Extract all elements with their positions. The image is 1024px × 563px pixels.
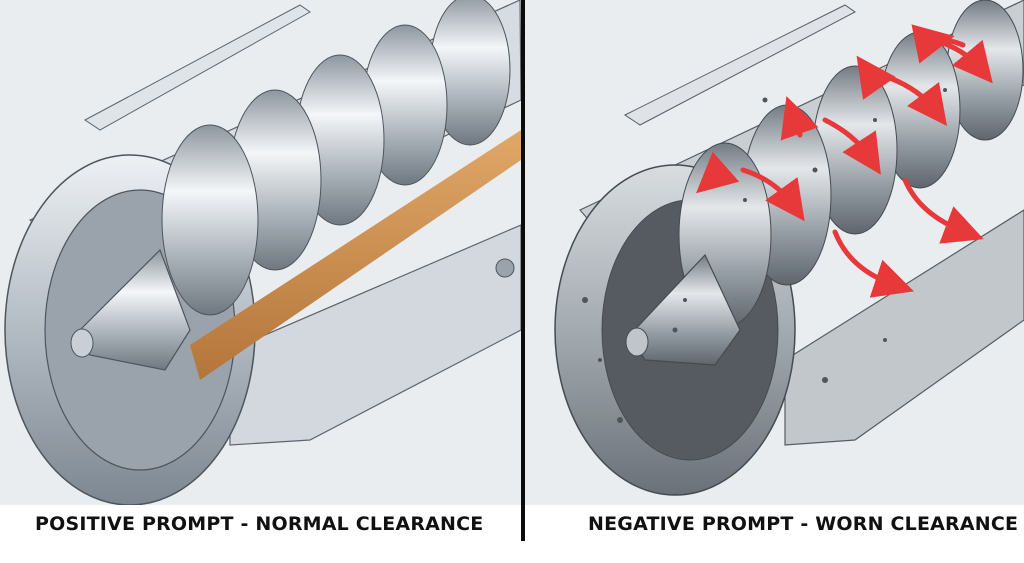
worn-screw-tip — [629, 253, 741, 366]
leakage-arrow — [856, 55, 896, 100]
leakage-flow-arrows — [696, 24, 993, 298]
worn-clearance-cutaway-illustration — [554, 0, 1024, 496]
normal-clearance-cutaway-illustration — [4, 0, 521, 505]
leakage-arrow — [911, 24, 966, 64]
worn-barrel-bottom-wall — [784, 209, 1024, 446]
negative-caption-band: NEGATIVE PROMPT - WORN CLEARANCE — [525, 505, 1024, 563]
leakage-arrow — [780, 96, 819, 141]
leakage-arrow — [902, 177, 984, 244]
leakage-arrow — [832, 229, 914, 298]
barrel-port — [495, 258, 515, 278]
positive-caption-band: POSITIVE PROMPT - NORMAL CLEARANCE — [0, 505, 521, 563]
panel-divider — [521, 0, 525, 541]
leakage-arrow — [822, 117, 881, 175]
negative-illustration-panel — [525, 0, 1024, 505]
leakage-arrow — [696, 151, 740, 194]
barrel-flange — [84, 4, 311, 131]
positive-prompt-caption: POSITIVE PROMPT - NORMAL CLEARANCE — [35, 513, 484, 535]
leakage-arrow — [740, 167, 805, 222]
melt-channel — [190, 130, 521, 380]
positive-illustration-panel — [0, 0, 521, 505]
negative-prompt-caption: NEGATIVE PROMPT - WORN CLEARANCE — [588, 513, 1019, 535]
screw-flights — [161, 0, 511, 316]
